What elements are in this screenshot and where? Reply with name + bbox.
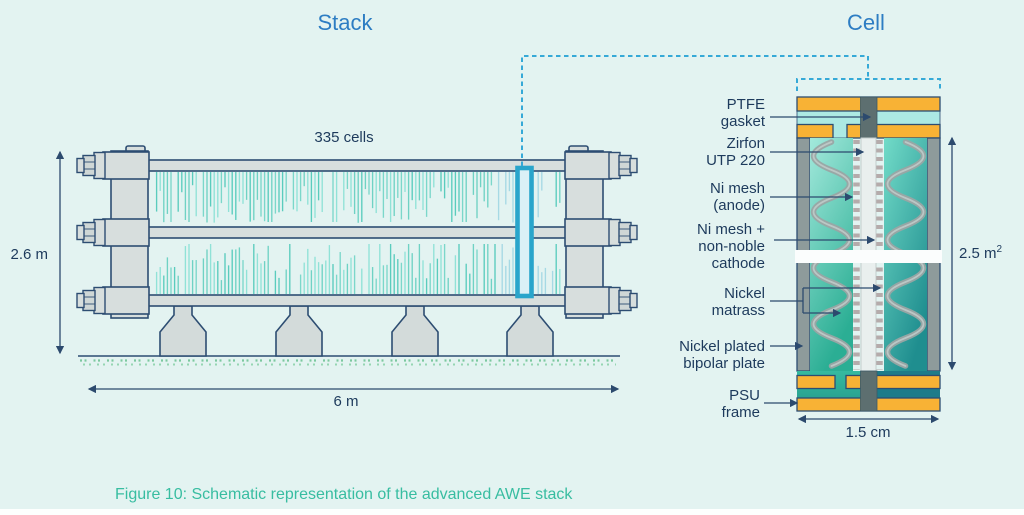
stack-feet [159,305,554,357]
cells-count-label: 335 cells [314,129,374,146]
cell-area-label: 2.5 m2 [959,241,1002,262]
center-column-bottom [860,370,878,412]
label-ni-mesh-anode: Ni mesh (anode) [709,180,765,214]
stack-foot [391,305,439,357]
tube-bottom [146,294,568,307]
label-psu-frame: PSU frame [721,387,760,421]
figure-caption: Figure 10: Schematic representation of t… [115,486,573,503]
cell-width-label: 1.5 cm [845,424,891,441]
highlighted-cell [515,165,534,299]
tube-top [146,159,568,172]
label-zirfon: Zirfon UTP 220 [706,135,765,169]
bottom-strip [0,509,1024,515]
cell-dimensions [797,136,957,424]
cell-title: Cell [847,10,885,35]
stack-height-label: 2.6 m [10,246,48,263]
stack-diagram [55,145,638,394]
stack-foot [275,305,323,357]
tube-middle [146,226,568,239]
end-plate-right [564,145,612,319]
stack-length-label: 6 m [333,393,359,410]
end-plate-left [102,145,150,319]
label-nickel-matrass: Nickel matrass [711,285,765,319]
stack-dimensions [55,150,620,394]
stack-title: Stack [317,10,373,35]
stack-foot [159,305,207,357]
cell-diagram [764,96,957,424]
cell-lines-pattern [155,172,561,294]
cell-area-exponent: 2 [996,244,1003,255]
zoom-connector-dashed [521,55,941,166]
tie-rod-bolts [76,151,638,315]
label-ni-mesh-cathode: Ni mesh + non-noble cathode [697,221,765,272]
break-band [795,250,942,263]
label-bipolar-plate: Nickel plated bipolar plate [679,338,765,372]
cell-area-value: 2.5 m [959,245,997,262]
leader-arrows [764,112,882,408]
leader-nickel-matrass-bracket [770,288,804,313]
stack-foot [506,305,554,357]
label-ptfe-gasket: PTFE gasket [720,96,765,130]
